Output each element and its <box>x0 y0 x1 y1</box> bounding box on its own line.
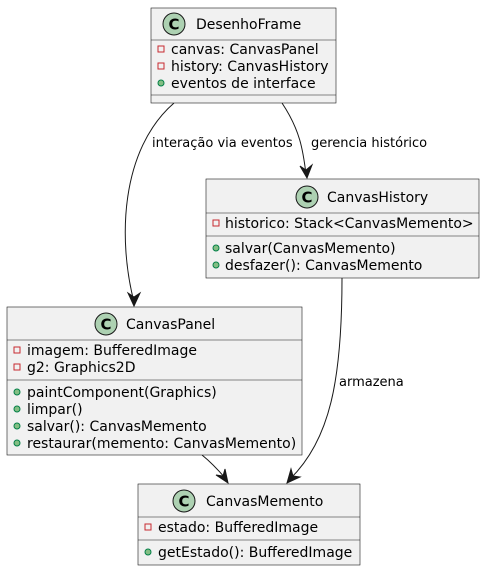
private-marker-icon <box>13 346 21 354</box>
public-marker-icon <box>13 439 21 447</box>
method-salvar-panel: salvar(): CanvasMemento <box>27 419 207 435</box>
class-box <box>205 178 480 279</box>
private-marker-icon <box>157 45 165 53</box>
public-marker-icon <box>212 244 220 252</box>
relation-history-to-memento: armazena <box>286 277 404 484</box>
public-marker-icon <box>144 548 152 556</box>
class-canvaspanel[interactable]: C CanvasPanel imagem: BufferedImage g2: … <box>6 306 303 456</box>
class-c-glyph: C <box>301 189 312 207</box>
relation-frame-to-history: gerencia histórico <box>281 102 427 180</box>
relation-label-interacao: interação via eventos <box>152 136 293 151</box>
public-marker-icon <box>157 79 165 87</box>
class-c-glyph: C <box>168 16 179 34</box>
method-limpar: limpar() <box>27 402 83 418</box>
method-restaurar: restaurar(memento: CanvasMemento) <box>27 436 296 452</box>
class-desenhoframe[interactable]: C DesenhoFrame canvas: CanvasPanel histo… <box>150 7 337 104</box>
field-canvas: canvas: CanvasPanel <box>171 42 319 58</box>
class-c-glyph: C <box>100 316 111 334</box>
field-history: history: CanvasHistory <box>171 59 329 75</box>
class-c-icon <box>295 185 319 209</box>
method-salvar: salvar(CanvasMemento) <box>225 241 396 257</box>
field-estado: estado: BufferedImage <box>158 520 318 536</box>
class-c-icon <box>172 489 196 513</box>
public-marker-icon <box>212 261 220 269</box>
method-paintcomponent: paintComponent(Graphics) <box>27 385 217 401</box>
class-canvashistory[interactable]: C CanvasHistory historico: Stack<CanvasM… <box>205 178 480 279</box>
private-marker-icon <box>144 523 152 531</box>
class-name-canvaspanel: CanvasPanel <box>126 317 215 333</box>
relation-panel-to-memento <box>201 454 229 485</box>
class-name-desenhoframe: DesenhoFrame <box>196 17 301 33</box>
class-canvasmemento[interactable]: C CanvasMemento estado: BufferedImage ge… <box>137 483 361 566</box>
field-historico: historico: Stack<CanvasMemento> <box>225 216 474 232</box>
class-c-icon <box>162 12 186 36</box>
private-marker-icon <box>157 62 165 70</box>
class-name-canvashistory: CanvasHistory <box>327 190 428 206</box>
field-imagem: imagem: BufferedImage <box>27 343 197 359</box>
class-c-icon <box>94 312 118 336</box>
field-g2: g2: Graphics2D <box>27 360 135 376</box>
class-c-glyph: C <box>178 493 189 511</box>
class-box <box>6 306 303 456</box>
public-marker-icon <box>13 405 21 413</box>
public-marker-icon <box>13 388 21 396</box>
public-marker-icon <box>13 422 21 430</box>
relation-frame-to-panel: interação via eventos <box>124 102 293 308</box>
method-getestado: getEstado(): BufferedImage <box>158 545 352 561</box>
class-name-canvasmemento: CanvasMemento <box>206 494 323 510</box>
relation-label-gerencia: gerencia histórico <box>311 136 427 151</box>
method-desfazer: desfazer(): CanvasMemento <box>225 258 422 274</box>
field-eventos: eventos de interface <box>171 76 316 92</box>
private-marker-icon <box>212 219 220 227</box>
relation-label-armazena: armazena <box>339 375 404 390</box>
private-marker-icon <box>13 363 21 371</box>
